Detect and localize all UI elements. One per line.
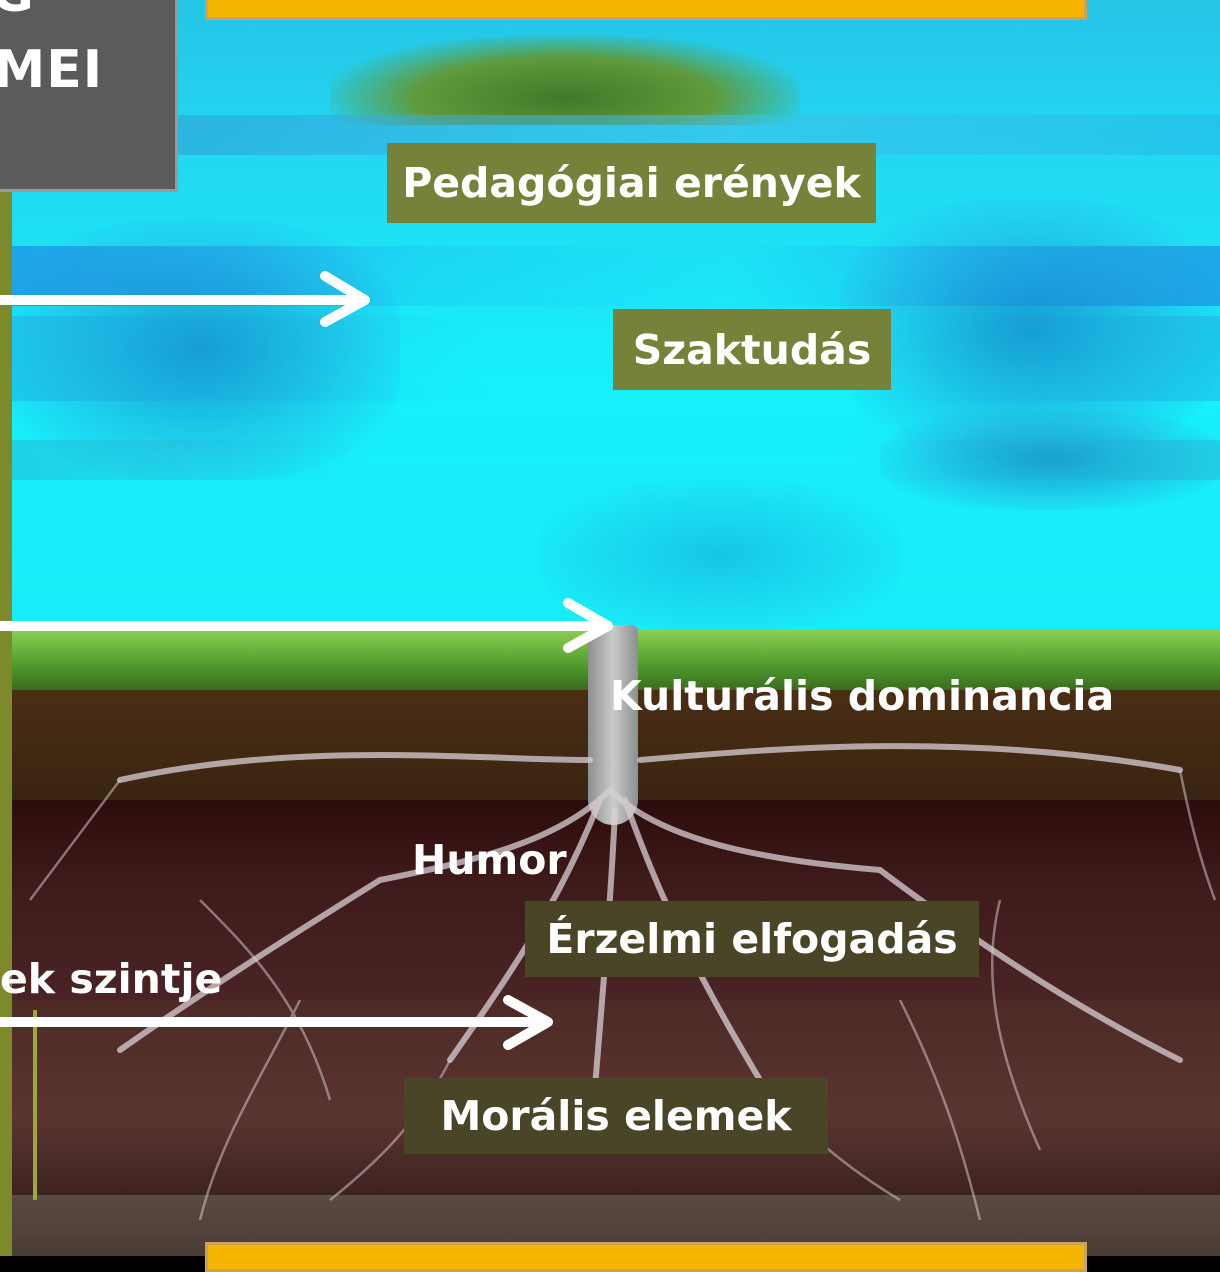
label-pedagogiai-erenyek: Pedagógiai erények [387, 143, 876, 223]
arrow-middle [0, 603, 608, 648]
label-szaktudas: Szaktudás [613, 309, 891, 390]
arrow-upper [0, 276, 365, 322]
label-moralis-elemek: Morális elemek [404, 1078, 828, 1154]
label-humor: Humor [412, 832, 567, 888]
label-erzelmi-elfogadas: Érzelmi elfogadás [525, 901, 979, 977]
label-kulturalis-dominancia: Kulturális dominancia [610, 668, 1114, 724]
label-szintje: ek szintje [0, 951, 222, 1007]
